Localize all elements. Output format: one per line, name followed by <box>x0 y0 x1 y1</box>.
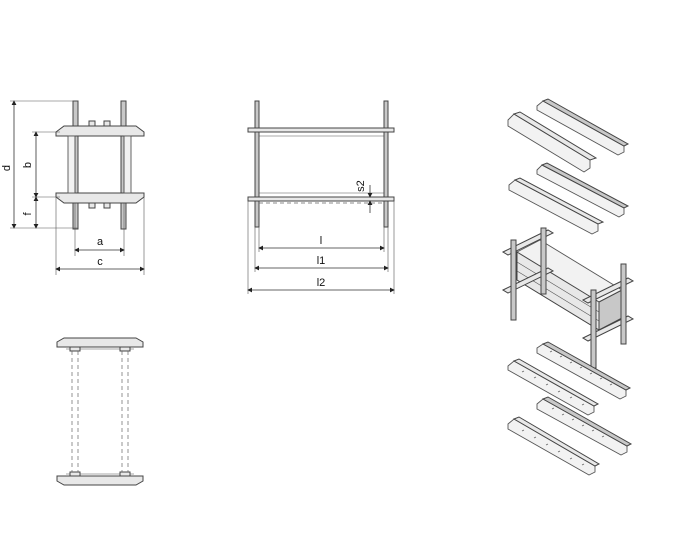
dim-label-s2: s2 <box>355 180 367 192</box>
iso-separator-bar-1 <box>507 111 598 173</box>
iso-separator-bar-4 <box>508 177 605 235</box>
dim-label-l1: l1 <box>317 255 326 267</box>
bottom-crossbar <box>55 192 145 204</box>
iso-comb-separator-1 <box>536 341 632 400</box>
iso-comb-separator-2 <box>507 358 600 416</box>
iso-main-assembly <box>501 227 635 369</box>
top-view-bar-lower <box>56 475 144 486</box>
top-view-bar-upper <box>56 337 144 348</box>
dim-label-c: c <box>97 256 103 268</box>
bottom-rail <box>247 196 395 202</box>
side-member-right <box>123 135 132 194</box>
top-crossbar <box>55 125 145 137</box>
dim-label-a: a <box>97 236 104 248</box>
bolt-right-side <box>383 100 389 228</box>
top-view <box>56 337 144 486</box>
dim-label-b: b <box>22 162 34 168</box>
iso-comb-separator-3 <box>536 396 633 456</box>
top-rail <box>247 127 395 133</box>
side-view: s2 l l1 l2 <box>247 100 395 294</box>
isometric-exploded-view <box>501 98 635 476</box>
bolt-left-side <box>254 100 260 228</box>
front-view: d b f a c <box>1 100 145 275</box>
iso-separator-bar-3 <box>536 162 630 218</box>
iso-comb-separator-4 <box>507 416 601 476</box>
dim-label-f: f <box>22 212 34 216</box>
dim-label-d: d <box>1 165 13 171</box>
side-member-left <box>67 135 76 194</box>
iso-separator-bar-2 <box>536 98 630 156</box>
dim-label-l2: l2 <box>317 277 326 289</box>
dim-label-l: l <box>320 235 322 247</box>
